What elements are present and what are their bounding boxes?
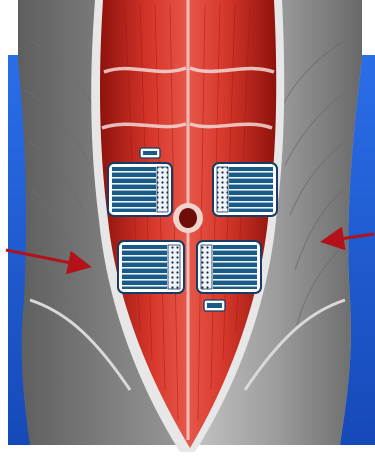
electrode-pad-lower-left [118, 241, 184, 293]
electrode-pad-lower-right [197, 241, 261, 293]
connector-top [140, 148, 160, 158]
electrode-pad-upper-right [213, 163, 277, 216]
connector-bottom [204, 300, 225, 311]
electrode-pad-upper-left [108, 163, 172, 216]
navel [173, 203, 203, 233]
